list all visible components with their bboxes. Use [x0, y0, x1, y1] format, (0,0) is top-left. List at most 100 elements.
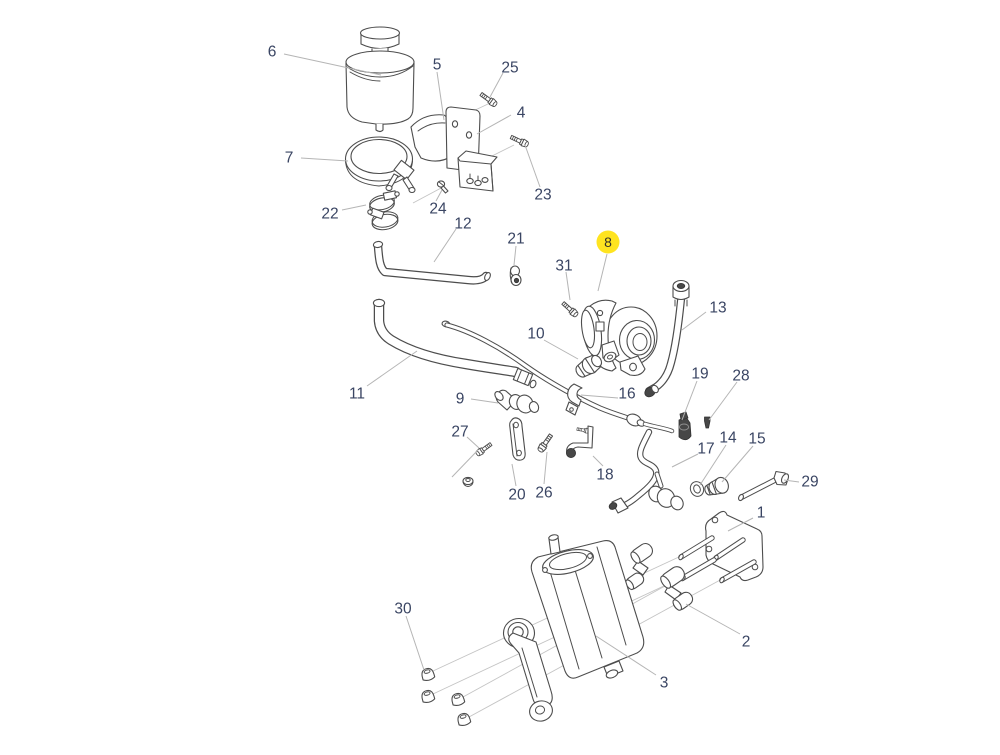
leader-line: [300, 157, 349, 162]
part-label-14[interactable]: 14: [719, 430, 737, 447]
part-label-20[interactable]: 20: [508, 487, 526, 504]
part-label-26[interactable]: 26: [535, 485, 552, 502]
part-label-24[interactable]: 24: [429, 201, 447, 218]
part-label-12[interactable]: 12: [454, 216, 471, 233]
part-number-text: 26: [535, 485, 552, 502]
part-27-bolt: [474, 440, 494, 458]
part-number-text: 12: [454, 216, 471, 233]
leader-line: [721, 445, 754, 483]
leader-line: [580, 394, 619, 399]
part-label-17[interactable]: 17: [697, 441, 714, 458]
leader-line: [592, 455, 604, 467]
part-label-23[interactable]: 23: [534, 187, 551, 204]
leader-line: [470, 398, 499, 404]
part-number-text: 8: [604, 234, 612, 250]
leader-line: [466, 436, 480, 449]
part-number-text: 7: [285, 150, 294, 167]
part-label-16[interactable]: 16: [618, 386, 635, 403]
part-label-22[interactable]: 22: [321, 206, 338, 223]
part-number-text: 2: [742, 634, 751, 651]
part-26-bolt: [536, 432, 555, 454]
part-label-8[interactable]: 8: [596, 230, 620, 254]
part-number-text: 15: [748, 431, 765, 448]
part-label-2[interactable]: 2: [742, 634, 751, 651]
part-label-31[interactable]: 31: [555, 258, 572, 275]
part-22-hose-clamps: [367, 190, 400, 231]
leader-line: [451, 449, 479, 478]
part-21-clip: [509, 265, 522, 287]
part-label-6[interactable]: 6: [268, 44, 277, 61]
part-8-steering-pump: [580, 299, 658, 376]
leader-lines: [283, 53, 800, 676]
part-number-text: 29: [801, 474, 818, 491]
leader-line: [681, 380, 698, 421]
part-7-clamp-band: [344, 136, 416, 194]
leader-line: [366, 350, 418, 387]
part-28-pin: [704, 416, 711, 429]
part-1-bracket-plate: [678, 510, 764, 584]
part-label-21[interactable]: 21: [507, 231, 524, 248]
part-9-elbow-fitting: [494, 389, 540, 414]
part-label-1[interactable]: 1: [757, 505, 766, 522]
leader-line: [435, 189, 443, 202]
highlight-circle: [596, 230, 620, 254]
part-3-steering-gear: [502, 534, 645, 722]
part-16-pipe: [441, 320, 675, 434]
leader-line: [727, 517, 754, 532]
part-number-text: 19: [691, 366, 708, 383]
part-10-fitting: [575, 354, 603, 378]
part-label-10[interactable]: 10: [527, 326, 545, 343]
leader-line: [685, 603, 741, 635]
part-label-13[interactable]: 13: [709, 300, 726, 317]
part-11-hose: [372, 298, 537, 389]
leader-line: [489, 72, 504, 98]
part-label-28[interactable]: 28: [732, 368, 749, 385]
part-number-text: 16: [618, 386, 635, 403]
part-14-o-ring: [689, 481, 705, 497]
part-number-text: 11: [349, 386, 365, 403]
part-label-30[interactable]: 30: [394, 601, 412, 618]
leader-line: [543, 451, 548, 485]
part-number-text: 13: [709, 300, 726, 317]
part-label-15[interactable]: 15: [748, 431, 765, 448]
part-label-5[interactable]: 5: [433, 57, 442, 74]
leader-line: [699, 444, 727, 486]
part-label-3[interactable]: 3: [660, 675, 669, 692]
part-number-text: 21: [507, 231, 524, 248]
leader-line: [671, 453, 699, 468]
part-label-25[interactable]: 25: [501, 60, 518, 77]
part-number-text: 22: [321, 206, 338, 223]
part-label-18[interactable]: 18: [596, 467, 613, 484]
part-label-7[interactable]: 7: [285, 150, 294, 167]
leader-line: [565, 271, 571, 301]
leader-line: [783, 479, 800, 483]
part-number-text: 27: [451, 424, 468, 441]
leader-line: [681, 311, 707, 331]
leader-line: [283, 53, 382, 76]
part-label-19[interactable]: 19: [691, 366, 708, 383]
part-number-text: 4: [517, 105, 526, 122]
part-number-text: 28: [732, 368, 749, 385]
leader-line: [524, 144, 541, 188]
part-label-29[interactable]: 29: [801, 474, 818, 491]
leader-line: [511, 463, 517, 487]
part-6-reservoir: [345, 26, 415, 133]
part-25-bolt: [478, 90, 499, 109]
leader-line: [595, 635, 657, 676]
part-number-text: 20: [508, 487, 526, 504]
leader-line: [436, 71, 445, 121]
part-number-text: 23: [534, 187, 551, 204]
leader-line: [597, 253, 608, 292]
part-label-4[interactable]: 4: [517, 105, 526, 122]
part-number-text: 18: [596, 467, 613, 484]
part-label-9[interactable]: 9: [456, 391, 465, 408]
leader-line: [341, 204, 367, 211]
part-number-text: 31: [555, 258, 572, 275]
part-18-bracket-rod: [566, 425, 594, 458]
part-number-text: 17: [697, 441, 714, 458]
part-label-11[interactable]: 11: [349, 386, 365, 403]
leader-line: [513, 245, 517, 266]
part-label-27[interactable]: 27: [451, 424, 468, 441]
assembly-guide-line: [412, 186, 444, 204]
